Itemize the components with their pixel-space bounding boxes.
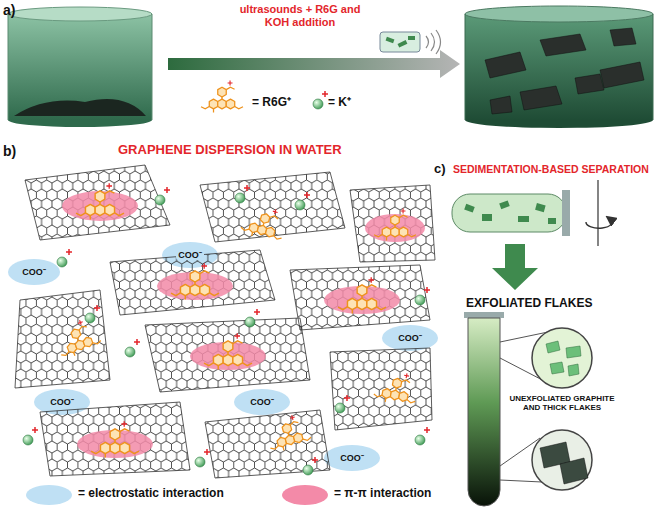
carboxylate-label: COO⁻ [176, 250, 204, 260]
panel-title: SEDIMENTATION-BASED SEPARATION [453, 163, 649, 175]
step-note: ultrasounds + R6G and KOH addition [230, 3, 370, 28]
legend-text: = R6G⁺ [252, 96, 291, 110]
panel-title: GRAPHENE DISPERSION IN WATER [118, 143, 342, 158]
panel-label: a) [3, 2, 15, 18]
legend-text: = electrostatic interaction [78, 487, 224, 501]
carboxylate-label: COO⁻ [248, 397, 276, 407]
legend-swatch [26, 485, 72, 505]
legend-swatch [282, 485, 328, 505]
panel-label: c) [434, 162, 446, 177]
carboxylate-label: COO⁻ [20, 267, 48, 277]
fraction-label: UNEXFOLIATED GRAPHITE AND THICK FLAKES [504, 394, 620, 412]
panel-label: b) [3, 143, 16, 159]
fraction-label: EXFOLIATED FLAKES [466, 297, 592, 311]
carboxylate-label: COO⁻ [396, 333, 424, 343]
carboxylate-label: COO⁻ [48, 397, 76, 407]
legend-text: = K⁺ [328, 96, 351, 110]
carboxylate-label: COO⁻ [338, 453, 366, 463]
legend-text: = π-π interaction [334, 487, 431, 501]
